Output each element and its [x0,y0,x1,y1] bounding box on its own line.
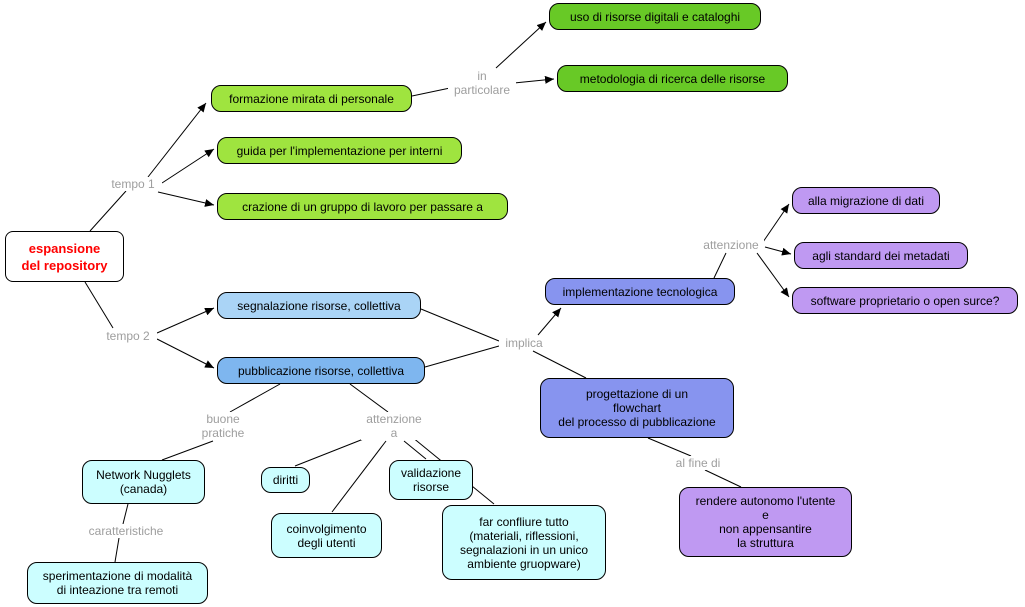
node-metodologia-ricerca-risorse[interactable]: metodologia di ricerca delle risorse [557,65,788,92]
linking-phrase-tempo-2[interactable]: tempo 2 [99,329,157,343]
node-network-nugglets-canada[interactable]: Network Nugglets (canada) [82,460,205,504]
node-crazione-gruppo-di-lavoro[interactable]: crazione di un gruppo di lavoro per pass… [217,193,508,220]
node-sperimentazione-modalita-interazione[interactable]: sperimentazione di modalità di inteazion… [27,562,208,604]
edge-pubblicazione-buonepratiche [229,383,281,413]
node-implementazione-tecnologica[interactable]: implementazione tecnologica [545,278,735,305]
node-software-proprietario-o-open-source[interactable]: software proprietario o open surce? [792,287,1018,314]
linking-phrase-in-particolare[interactable]: in particolare [448,69,516,97]
linking-phrase-attenzione-a[interactable]: attenzione a [361,412,427,440]
node-far-confluire-tutto-groupware[interactable]: far confliure tutto (materiali, riflessi… [442,505,606,580]
edge-tempo1-guida [161,148,215,184]
edge-pubblicazione-attenzionea [349,383,389,413]
edge-formazione-inparticolare [411,87,451,97]
node-validazione-risorse[interactable]: validazione risorse [389,460,473,500]
linking-phrase-al-fine-di[interactable]: al fine di [669,456,727,470]
edge-implica-implementazione [537,307,562,336]
edge-segnalazione-implica [420,308,500,342]
edge-espansione-tempo1 [89,190,127,232]
edge-attenzionea-validazione [403,440,427,460]
linking-phrase-tempo-1[interactable]: tempo 1 [104,177,162,191]
edge-buonepratiche-nugglets [161,440,214,461]
edge-flowchart-alfinedi [647,437,692,457]
edge-caratteristiche-sperimentazione [114,537,120,563]
linking-phrase-attenzione[interactable]: attenzione [698,238,764,252]
node-uso-risorse-digitali-cataloghi[interactable]: uso di risorse digitali e cataloghi [549,3,761,30]
node-segnalazione-risorse-collettiva[interactable]: segnalazione risorse, collettiva [217,292,421,319]
edge-attenzione-standard [764,246,792,256]
edge-pubblicazione-implica [424,345,500,368]
node-migrazione-di-dati[interactable]: alla migrazione di dati [792,187,940,214]
edge-inparticolare-metodologia [513,75,555,84]
edge-implementazione-attenzione [713,252,727,279]
edge-tempo2-segnalazione [156,307,215,334]
edge-implica-flowchart [532,350,587,379]
node-standard-dei-metadati[interactable]: agli standard dei metadati [794,242,968,269]
edge-attenzionea-coinvolgimento [331,440,387,513]
node-coinvolgimento-degli-utenti[interactable]: coinvolgimento degli utenti [271,513,382,558]
edge-tempo1-formazione [147,102,207,178]
edge-nugglets-caratteristiche [122,503,129,525]
node-pubblicazione-risorse-collettiva[interactable]: pubblicazione risorse, collettiva [217,357,425,384]
edge-inparticolare-uso [495,21,547,69]
edge-attenzione-migrazione [762,203,790,243]
edge-espansione-tempo2 [84,281,114,329]
edge-tempo2-pubblicazione [156,338,215,369]
node-espansione-del-repository[interactable]: espansione del repository [5,231,124,282]
edge-alfinedi-autonomo [704,469,742,488]
node-diritti[interactable]: diritti [261,467,310,493]
node-rendere-autonomo-utente[interactable]: rendere autonomo l'utente e non appensan… [679,487,852,557]
linking-phrase-implica[interactable]: implica [499,336,549,350]
edge-attenzionea-diritti [294,437,367,467]
node-guida-implementazione-interni[interactable]: guida per l'implementazione per interni [217,137,462,164]
edge-tempo1-crazione [157,191,215,207]
linking-phrase-caratteristiche[interactable]: caratteristiche [80,524,172,538]
linking-phrase-buone-pratiche[interactable]: buone pratiche [194,412,252,440]
edge-attenzione-software [756,252,790,298]
node-progettazione-flowchart-pubblicazione[interactable]: progettazione di un flowchart del proces… [540,378,734,438]
node-formazione-mirata-di-personale[interactable]: formazione mirata di personale [211,85,412,112]
